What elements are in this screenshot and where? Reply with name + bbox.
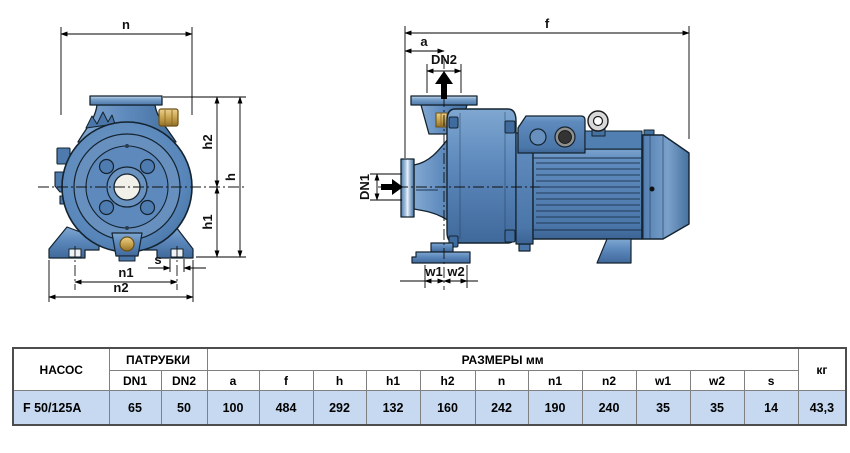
cell-a: 100 [206,390,260,426]
header-dim-h: h [312,370,367,391]
flow-arrow-discharge [435,71,453,99]
header-dim-f: f [258,370,314,391]
cell-h2: 160 [419,390,476,426]
fan-cover [641,129,690,240]
dim-label-f: f [545,16,550,31]
pump-front-view: n h2 h1 h s n1 n2 [38,17,246,302]
cell-model: F 50/125A [12,390,110,426]
cell-n: 242 [474,390,529,426]
dim-label-h: h [223,173,238,181]
header-dim-h2: h2 [419,370,476,391]
table-row: F 50/125A 65 50 100 484 292 132 160 242 … [12,390,847,426]
cell-w2: 35 [689,390,745,426]
header-dim-a: a [206,370,260,391]
motor-fins [536,162,640,224]
terminal-box [517,115,586,154]
dim-label-n1: n1 [118,265,133,280]
header-dimensions: РАЗМЕРЫ мм [206,347,799,371]
dimensions-table: НАСОС ПАТРУБКИ РАЗМЕРЫ мм кг DN1 DN2 a f… [12,347,848,426]
dim-label-n: n [122,17,130,32]
cell-s: 14 [743,390,799,426]
cell-weight: 43,3 [797,390,847,426]
lifting-eye [587,110,609,137]
front-discharge-flange [89,95,163,106]
header-dim-n2: n2 [581,370,637,391]
cell-dn1: 65 [108,390,162,426]
header-dn2: DN2 [160,370,208,391]
header-dim-s: s [743,370,799,391]
header-weight: кг [797,347,847,391]
drain-plug-brass [111,232,143,262]
header-dim-n: n [474,370,529,391]
dim-label-s: s [154,252,161,267]
dim-label-dn2: DN2 [431,52,457,67]
cell-n2: 240 [581,390,637,426]
pump-side-view: f a DN2 DN1 w1 w2 [357,16,690,290]
pump-dimension-drawings: n h2 h1 h s n1 n2 [38,16,690,302]
front-centerlines [38,186,246,290]
suction-flange [400,158,415,218]
header-dim-h1: h1 [365,370,421,391]
casing-bolts [448,116,516,248]
cell-n1: 190 [527,390,583,426]
cell-f: 484 [258,390,314,426]
dim-label-w1: w1 [424,264,442,279]
header-dim-n1: n1 [527,370,583,391]
cell-h1: 132 [365,390,421,426]
header-dim-w1: w1 [635,370,691,391]
header-dim-w2: w2 [689,370,745,391]
dim-label-dn1: DN1 [357,174,372,200]
cell-dn2: 50 [160,390,208,426]
pump-foot [411,242,471,264]
dim-label-w2: w2 [446,264,464,279]
flow-arrow-suction [381,179,403,195]
motor-body [532,148,643,240]
side-dimensions [370,26,690,288]
dim-label-h1: h1 [200,214,215,229]
motor-foot [596,238,632,264]
header-pump: НАСОС [12,347,110,391]
cell-w1: 35 [635,390,691,426]
dim-label-n2: n2 [113,280,128,295]
volute-body [446,108,517,244]
cell-h: 292 [312,390,367,426]
dim-label-a: a [420,34,428,49]
front-dimensions [48,27,246,302]
vent-plug-brass [158,108,179,127]
dim-label-h2: h2 [200,134,215,149]
header-ports: ПАТРУБКИ [108,347,208,371]
header-dn1: DN1 [108,370,162,391]
terminal-box-cap [529,128,547,146]
